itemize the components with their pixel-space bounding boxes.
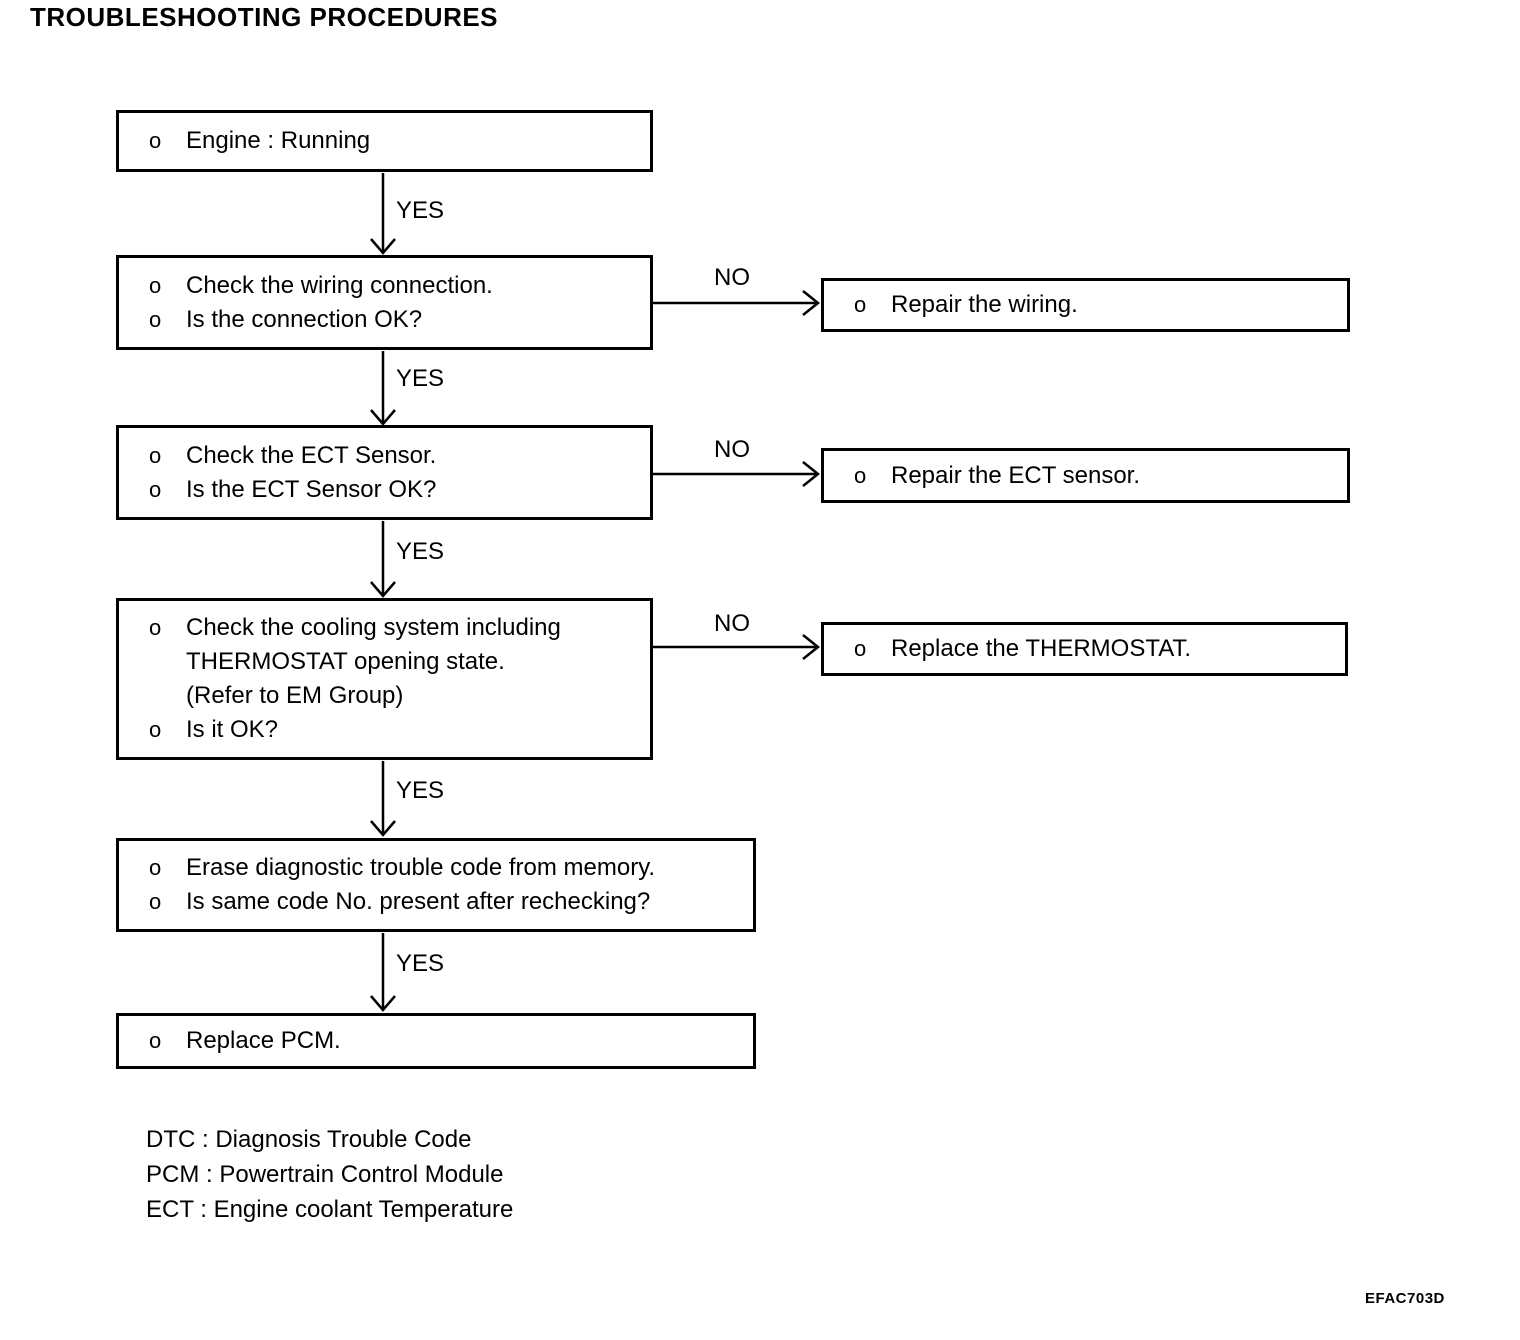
flow-line: THERMOSTAT opening state. [149, 645, 642, 679]
bullet-marker [149, 679, 186, 713]
flow-step-check-wiring: o Check the wiring connection. o Is the … [116, 255, 653, 350]
flow-step-check-cooling-system: o Check the cooling system including THE… [116, 598, 653, 760]
abbreviation-legend: DTC : Diagnosis Trouble Code PCM : Power… [146, 1122, 513, 1227]
yes-label-5: YES [396, 950, 445, 977]
flow-line: o Check the wiring connection. [149, 269, 642, 303]
yes-label-3: YES [396, 538, 445, 565]
flow-line-text: Is the connection OK? [186, 305, 423, 333]
bullet-marker [149, 645, 186, 679]
flow-line: o Is the ECT Sensor OK? [149, 473, 642, 507]
flow-line-text: THERMOSTAT opening state. [186, 648, 505, 675]
flow-step-check-ect-sensor: o Check the ECT Sensor. o Is the ECT Sen… [116, 425, 653, 520]
flow-step-erase-dtc: o Erase diagnostic trouble code from mem… [116, 838, 756, 932]
legend-item-dtc: DTC : Diagnosis Trouble Code [146, 1126, 472, 1153]
page-title: TROUBLESHOOTING PROCEDURES [30, 2, 499, 32]
flow-line-text: Replace the THERMOSTAT. [891, 635, 1192, 662]
flow-line-text: Check the ECT Sensor. [186, 441, 437, 469]
reference-code: EFAC703D [1365, 1290, 1445, 1307]
flow-line: o Check the cooling system including [149, 611, 642, 645]
bullet-marker: o [149, 855, 162, 880]
flow-action-repair-wiring: o Repair the wiring. [821, 278, 1350, 332]
connector-step3-step4 [370, 521, 396, 598]
bullet-marker: o [149, 476, 162, 502]
flow-line: (Refer to EM Group) [149, 679, 642, 713]
arrowhead-down-icon [370, 995, 396, 1012]
flow-line: o Engine : Running [149, 124, 642, 158]
connector-step2-action1 [653, 290, 821, 316]
flow-line-text: Is same code No. present after recheckin… [186, 888, 651, 915]
flow-line-text: Engine : Running [186, 127, 371, 154]
bullet-marker: o [854, 292, 867, 317]
bullet-marker: o [149, 1028, 162, 1053]
bullet-marker: o [854, 636, 867, 661]
connector-step5-step6 [370, 933, 396, 1012]
flow-line-text: Repair the ECT sensor. [891, 461, 1141, 489]
bullet-marker: o [149, 615, 162, 640]
flow-line-text: Replace PCM. [186, 1027, 341, 1054]
arrowhead-down-icon [370, 820, 396, 837]
flow-line: o Check the ECT Sensor. [149, 439, 642, 473]
flow-line: o Erase diagnostic trouble code from mem… [149, 851, 745, 885]
flow-line: o Repair the wiring. [854, 288, 1339, 322]
bullet-marker: o [149, 442, 162, 468]
legend-item-ect: ECT : Engine coolant Temperature [146, 1196, 514, 1223]
flow-line-text: Repair the wiring. [891, 291, 1078, 318]
connector-step3-action2 [653, 461, 821, 487]
bullet-marker: o [149, 717, 162, 742]
bullet-marker: o [149, 272, 162, 298]
yes-label-1: YES [396, 197, 445, 224]
arrowhead-down-icon [370, 581, 396, 598]
flow-line-text: (Refer to EM Group) [186, 682, 404, 709]
yes-label-2: YES [396, 365, 445, 392]
bullet-marker: o [149, 306, 162, 332]
arrowhead-down-icon [370, 238, 396, 255]
connector-step2-step3 [370, 351, 396, 426]
arrowhead-right-icon [802, 461, 821, 487]
legend-item-pcm: PCM : Powertrain Control Module [146, 1161, 504, 1188]
flow-line: o Is it OK? [149, 713, 642, 747]
flow-line: o Repair the ECT sensor. [854, 459, 1339, 493]
arrowhead-right-icon [802, 634, 821, 660]
bullet-marker: o [854, 462, 867, 488]
no-label-2: NO [714, 436, 750, 463]
arrowhead-down-icon [370, 409, 396, 426]
flow-line-text: Check the wiring connection. [186, 271, 493, 299]
flow-step-replace-pcm: o Replace PCM. [116, 1013, 756, 1069]
flow-line: o Is same code No. present after recheck… [149, 885, 745, 919]
arrowhead-right-icon [802, 290, 821, 316]
flow-line-text: Erase diagnostic trouble code from memor… [186, 854, 656, 881]
connector-step1-step2 [370, 173, 396, 255]
flow-action-repair-ect-sensor: o Repair the ECT sensor. [821, 448, 1350, 503]
flow-line-text: Check the cooling system including [186, 614, 561, 641]
bullet-marker: o [149, 889, 162, 914]
flow-line: o Replace the THERMOSTAT. [854, 632, 1337, 666]
flow-line: o Replace PCM. [149, 1024, 745, 1058]
flow-line: o Is the connection OK? [149, 303, 642, 337]
flow-line-text: Is it OK? [186, 716, 279, 743]
connector-step4-step5 [370, 761, 396, 837]
flow-step-engine-running: o Engine : Running [116, 110, 653, 172]
no-label-1: NO [714, 264, 750, 291]
bullet-marker: o [149, 128, 162, 153]
connector-step4-action3 [653, 634, 821, 660]
no-label-3: NO [714, 610, 750, 637]
yes-label-4: YES [396, 777, 445, 804]
flow-line-text: Is the ECT Sensor OK? [186, 475, 437, 503]
flow-action-replace-thermostat: o Replace the THERMOSTAT. [821, 622, 1348, 676]
